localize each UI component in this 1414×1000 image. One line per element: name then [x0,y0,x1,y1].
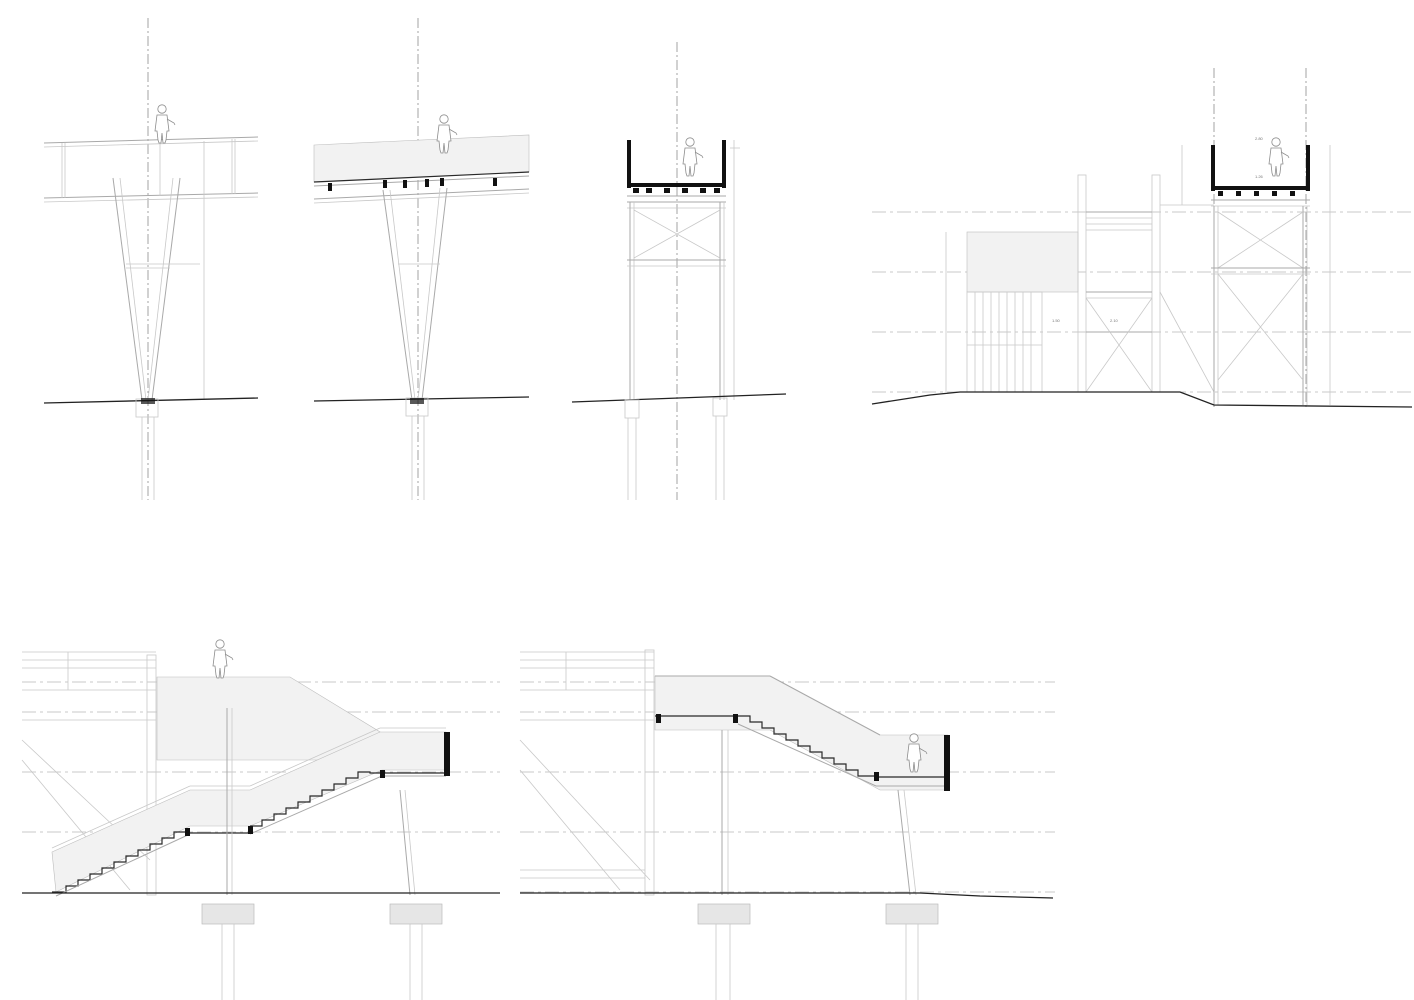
section-staircase-ascending [21,639,500,1000]
section-tower-cross-braced [571,42,787,500]
dimension-label: 2.80 [1255,136,1264,141]
dimension-label: 2.10 [1110,318,1119,323]
dimension-label: 1.50 [1052,318,1061,323]
section-staircase-descending [519,649,1055,1000]
dimension-label: 1.26 [1255,174,1264,179]
section-v-support-railing [43,18,259,500]
section-v-support-bridge [313,18,530,500]
elevation-tower-with-building: 1.50 2.10 1.26 2.80 [871,68,1413,410]
